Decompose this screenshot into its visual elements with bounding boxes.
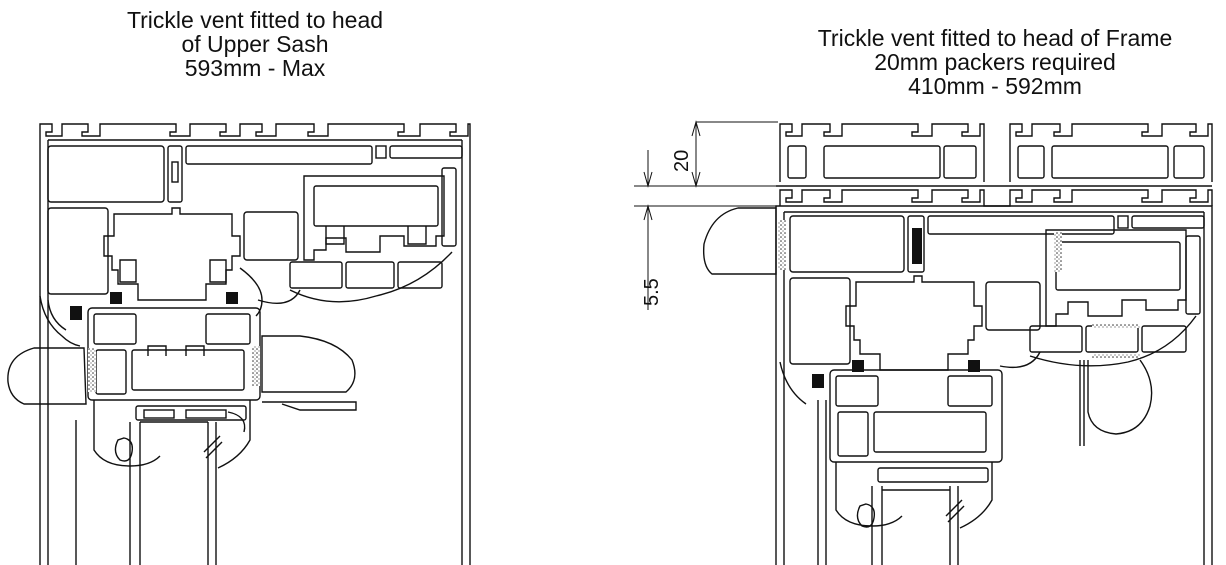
dimension-label-20: 20 bbox=[671, 150, 693, 172]
right-caption: Trickle vent fitted to head of Frame 20m… bbox=[770, 26, 1220, 98]
right-caption-line-2: 20mm packers required bbox=[874, 49, 1116, 75]
right-caption-line-3: 410mm - 592mm bbox=[908, 73, 1082, 99]
dimension-lines bbox=[634, 120, 778, 310]
dimension-label-5-5: 5.5 bbox=[641, 278, 663, 306]
left-caption: Trickle vent fitted to head of Upper Sas… bbox=[60, 8, 450, 80]
stippled-seals bbox=[88, 220, 1140, 392]
left-section-drawing bbox=[7, 123, 471, 565]
right-caption-line-1: Trickle vent fitted to head of Frame bbox=[817, 25, 1173, 51]
right-section-drawing bbox=[702, 123, 1213, 565]
gaskets bbox=[70, 228, 980, 388]
left-caption-line-2: of Upper Sash bbox=[181, 31, 329, 57]
left-caption-line-3: 593mm - Max bbox=[184, 55, 326, 81]
left-caption-line-1: Trickle vent fitted to head bbox=[126, 7, 384, 33]
